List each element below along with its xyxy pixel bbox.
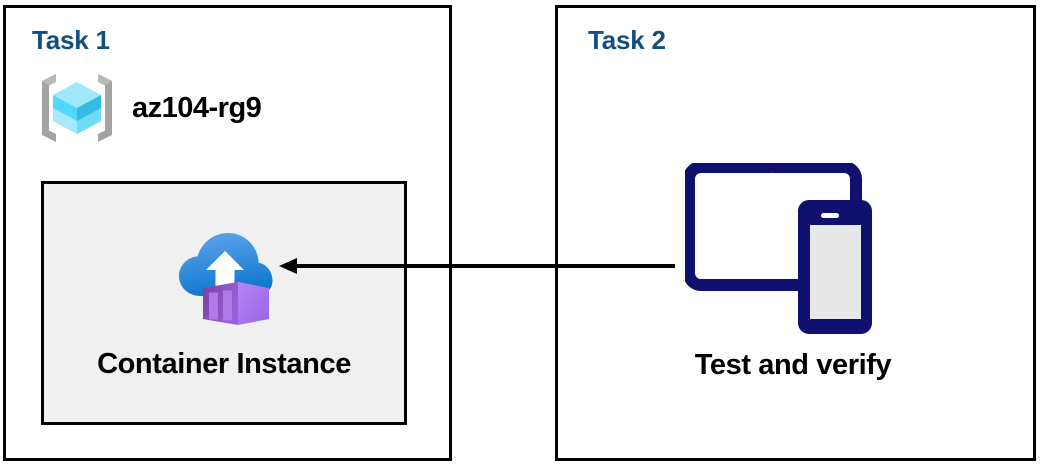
resource-group-row: az104-rg9	[36, 68, 262, 148]
flow-arrow	[279, 258, 675, 274]
azure-resource-group-icon	[42, 74, 112, 142]
task-1-panel: Task 1 az104-rg9	[3, 5, 452, 461]
resource-group-label: az104-rg9	[132, 91, 262, 124]
test-and-verify-label: Test and verify	[694, 349, 892, 381]
azure-container-instance-icon	[179, 232, 273, 325]
container-instance-box: Container Instance	[41, 181, 407, 425]
task-2-title: Task 2	[588, 25, 666, 55]
container-instance-label: Container Instance	[97, 347, 351, 380]
task-2-panel: Task 2 Test and verify	[555, 5, 1036, 461]
task-1-title: Task 1	[32, 25, 110, 55]
devices-group: Test and verify	[643, 163, 943, 393]
tablet-and-phone-devices-icon	[685, 163, 872, 334]
